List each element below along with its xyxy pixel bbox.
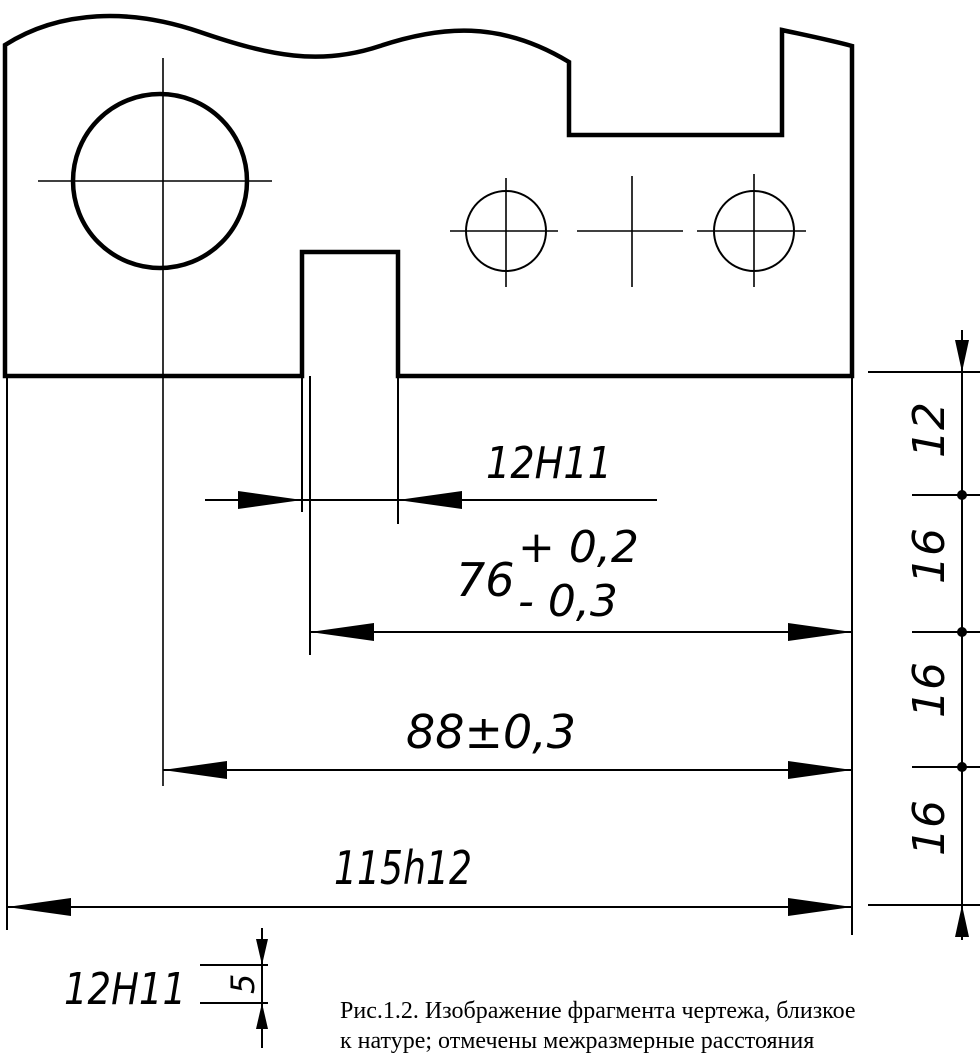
dim-slot-label: 12H11 [486, 438, 612, 489]
dim-76-arrow-right [788, 623, 852, 641]
dim-76-lower: - 0,3 [518, 576, 618, 627]
dim-88-arrow-right [788, 761, 852, 779]
caption-line-2: к натуре; отмечены межразмерные расстоян… [340, 1028, 815, 1054]
detail-depth: 5 [224, 974, 262, 994]
dim-slot-arrow-right [398, 491, 462, 509]
detail-arrow-top [256, 939, 268, 965]
dim-76-nominal: 76 [456, 553, 515, 607]
part-outline [2, 13, 855, 379]
dim-115-label: 115h12 [334, 841, 472, 895]
vdim-12: 12 [904, 402, 955, 458]
caption-line-1: Рис.1.2. Изображение фрагмента чертежа, … [340, 998, 856, 1024]
dim-slot-arrow-left [238, 491, 302, 509]
dim-115-arrow-left [7, 898, 71, 916]
dim-88: 88±0,3 [163, 705, 852, 779]
dim-76-upper: + 0,2 [518, 522, 639, 573]
detail-label: 12H11 [64, 964, 186, 1015]
large-hole [38, 58, 272, 786]
vdim-16-a: 16 [904, 528, 955, 584]
vchain-dot-3 [957, 762, 967, 772]
dim-76: 76 + 0,2 - 0,3 [310, 522, 852, 641]
extension-lines [6, 376, 853, 935]
dim-88-arrow-left [163, 761, 227, 779]
vertical-chain: 12 16 16 16 [868, 330, 980, 940]
vdim-16-c: 16 [904, 800, 955, 856]
dim-115: 115h12 [7, 841, 852, 916]
figure-caption: Рис.1.2. Изображение фрагмента чертежа, … [340, 996, 980, 1056]
dim-76-arrow-left [310, 623, 374, 641]
dim-slot-width: 12H11 [205, 438, 657, 509]
vchain-dot-1 [957, 490, 967, 500]
small-holes [450, 174, 806, 287]
vchain-dot-2 [957, 627, 967, 637]
vchain-arrow-bottom [955, 905, 969, 937]
dim-88-label: 88±0,3 [406, 705, 576, 759]
detail-tolerance: 12H11 5 [64, 928, 268, 1048]
part-contour [2, 13, 855, 379]
dim-115-arrow-right [788, 898, 852, 916]
vdim-16-b: 16 [904, 662, 955, 718]
vchain-arrow-top [955, 340, 969, 372]
detail-arrow-bottom [256, 1003, 268, 1029]
